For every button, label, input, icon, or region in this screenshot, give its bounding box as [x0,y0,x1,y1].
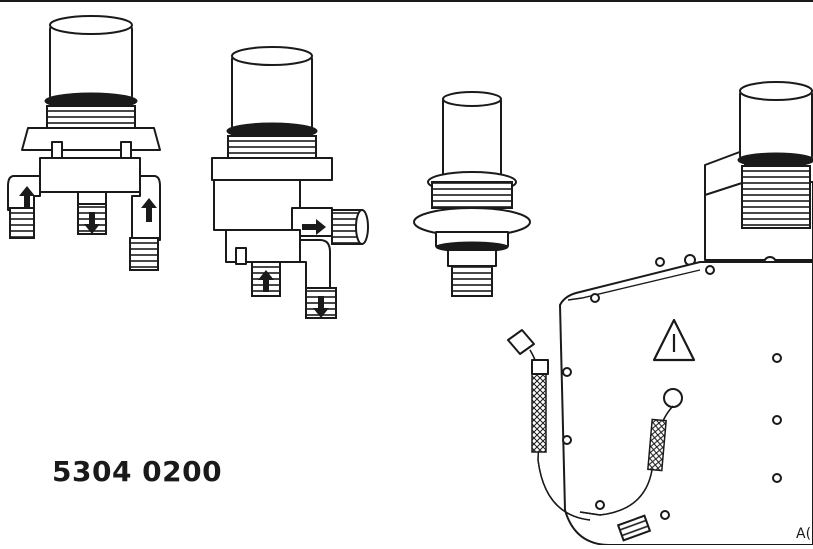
flow-arrow-icon [302,219,326,235]
threaded-fitting [413,91,531,297]
warning-triangle-icon [652,318,696,362]
flow-arrow-icon [141,198,157,222]
flow-arrow-icon [84,212,100,234]
valve-assembly-1 [7,15,161,271]
part-number-label: 5304 0200 [52,455,223,488]
flow-arrow-icon [258,270,274,292]
tank-assembly [507,81,813,546]
valve-assembly-2 [211,46,369,319]
flow-arrow-icon [313,296,329,318]
corner-code-label: A( [796,526,812,542]
flow-arrow-icon [19,186,35,208]
